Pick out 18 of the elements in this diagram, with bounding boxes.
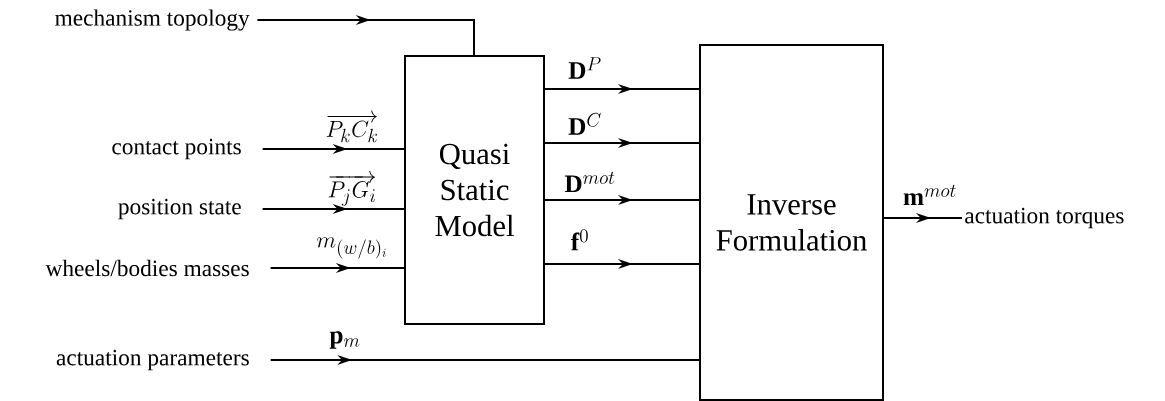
input-label: mechanism topology: [55, 9, 250, 31]
arrow: [256, 14, 475, 56]
input-label: actuation torques: [965, 207, 1124, 229]
input-label: wheels/bodies masses: [45, 259, 249, 277]
edge-label: $\mathbf{D}^{P}$: [568, 57, 601, 79]
process-box: Quasi Static Model: [404, 55, 545, 325]
process-box: Inverse Formulation: [699, 44, 884, 401]
input-label: contact points: [112, 138, 241, 160]
edge-label: $\overrightarrow{P_kC_k}$: [326, 110, 378, 143]
input-label: actuation parameters: [56, 349, 249, 371]
edge-label: $\mathbf{f}^{0}$: [570, 229, 588, 251]
edge-label: $m_{(w/b)_i}$: [317, 237, 386, 259]
edge-label: $\mathbf{m}^{mot}$: [903, 184, 956, 206]
input-label: position state: [118, 198, 241, 220]
edge-label: $\mathbf{D}^{C}$: [568, 112, 601, 135]
edge-label: $\mathbf{p}_{m}$: [329, 331, 360, 349]
edge-label: $\mathbf{D}^{mot}$: [564, 171, 615, 193]
edge-label: $\overrightarrow{P_jG_i}$: [328, 171, 376, 206]
